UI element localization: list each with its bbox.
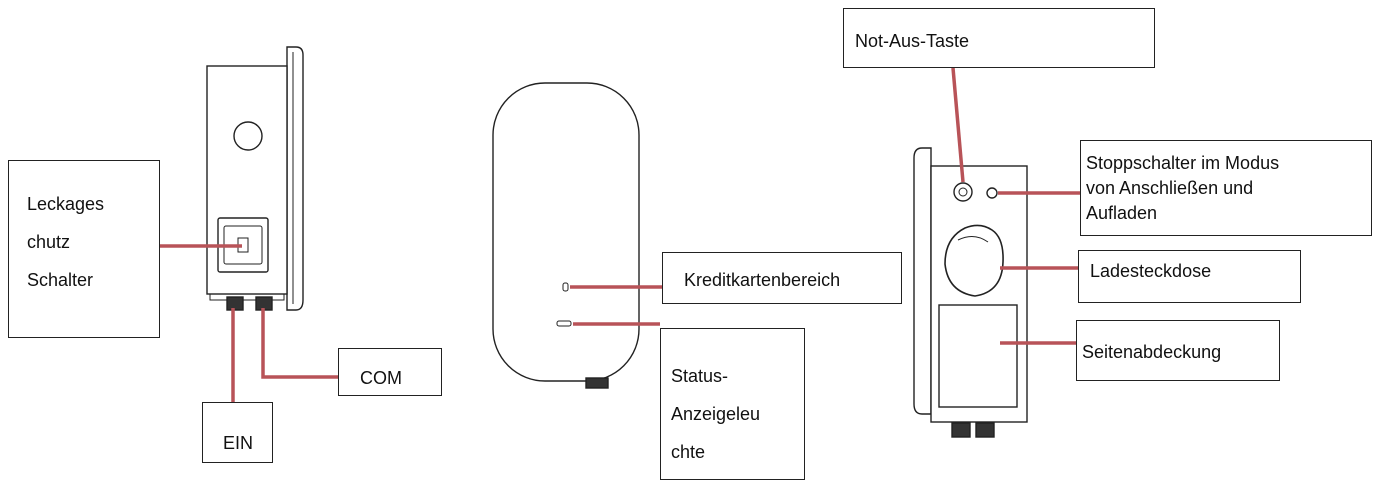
front-view-status-light [556, 320, 572, 327]
angled-view-charging-socket [944, 224, 1004, 297]
label-credit-card-text: Kreditkartenbereich [684, 270, 841, 290]
label-ein: EIN [202, 402, 273, 463]
angled-view-emergency-button [953, 182, 973, 202]
label-leakage-line-1: Leckages [27, 194, 105, 214]
label-stop-switch-line-3: Aufladen [1086, 203, 1158, 223]
label-status-line-3: chte [671, 442, 706, 462]
side-view-gland-left [226, 296, 244, 311]
label-side-cover-text: Seitenabdeckung [1082, 342, 1222, 362]
leader-notaus [951, 67, 965, 183]
label-charging-socket-text: Ladesteckdose [1090, 261, 1212, 281]
label-emergency-stop-text: Not-Aus-Taste [855, 31, 970, 51]
label-stop-switch-line-1: Stoppschalter im Modus [1086, 153, 1280, 173]
angled-view-gland-right [975, 422, 995, 438]
front-view-body [492, 82, 640, 382]
label-status-line-1: Status- [671, 366, 729, 386]
label-ein-text: EIN [223, 433, 254, 453]
side-view-round-opening [233, 121, 263, 151]
label-leakage-line-2: chutz [27, 232, 71, 252]
angled-view-emergency-button-inner [958, 187, 968, 197]
front-view-bottom-gland [585, 377, 609, 389]
side-view-front-cover [286, 46, 304, 311]
front-view-card-reader-mark [562, 282, 569, 292]
label-leakage-switch: Leckages chutz Schalter [8, 160, 160, 338]
side-view-body [206, 65, 288, 295]
angled-view-device [913, 147, 1028, 438]
label-charging-socket: Ladesteckdose [1078, 250, 1301, 303]
leader-com [261, 308, 338, 379]
angled-view-side-cover [913, 147, 932, 415]
side-view-bottom-plate [209, 293, 285, 301]
label-emergency-stop-button: Not-Aus-Taste [843, 8, 1155, 68]
front-view-device [492, 82, 640, 389]
angled-view-charging-socket-inner [957, 236, 989, 243]
label-side-cover: Seitenabdeckung [1076, 320, 1280, 381]
leader-lines [160, 67, 1080, 402]
side-view-device [206, 46, 304, 311]
label-com: COM [338, 348, 442, 396]
label-com-text: COM [360, 368, 402, 388]
angled-view-stop-switch [986, 187, 998, 199]
label-stop-switch-line-2: von Anschließen und [1086, 178, 1254, 198]
angled-view-body [930, 165, 1028, 423]
label-stop-switch: Stoppschalter im Modus von Anschließen u… [1080, 140, 1372, 236]
angled-view-side-panel [938, 304, 1018, 408]
angled-view-gland-left [951, 422, 971, 438]
label-leakage-line-3: Schalter [27, 270, 94, 290]
label-status-line-2: Anzeigeleu [671, 404, 761, 424]
label-status-light: Status- Anzeigeleu chte [660, 328, 805, 480]
label-credit-card-area: Kreditkartenbereich [662, 252, 902, 304]
